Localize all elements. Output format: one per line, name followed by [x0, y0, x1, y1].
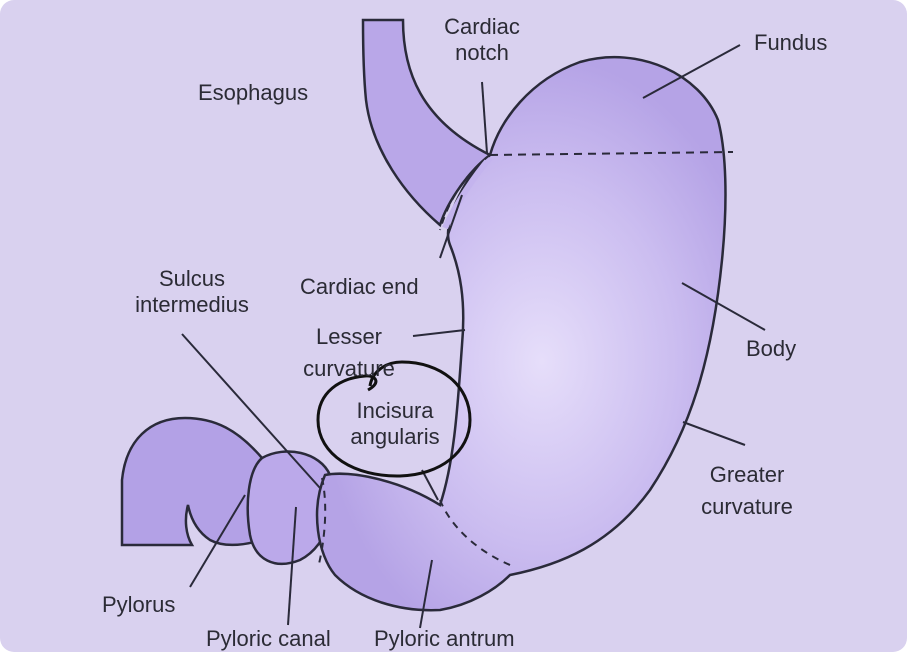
label-greater-line2: curvature [682, 494, 812, 520]
label-cardiac-notch-line2: notch [432, 40, 532, 66]
label-pyloric-canal: Pyloric canal [206, 626, 331, 652]
label-lesser-line1: Lesser [288, 324, 410, 350]
label-pyloric-antrum: Pyloric antrum [374, 626, 515, 652]
label-cardiac-notch-line1: Cardiac [432, 14, 532, 40]
label-cardiac-end: Cardiac end [300, 274, 419, 300]
label-cardiac-notch: Cardiac notch [432, 14, 532, 66]
label-body: Body [746, 336, 796, 362]
label-pylorus: Pylorus [102, 592, 175, 618]
label-sulcus-intermedius: Sulcus intermedius [112, 266, 272, 318]
label-lesser-line2: curvature [288, 356, 410, 382]
label-sulcus-line2: intermedius [112, 292, 272, 318]
label-fundus: Fundus [754, 30, 827, 56]
label-lesser-curvature: Lesser curvature [288, 324, 410, 382]
label-greater-curvature: Greater curvature [682, 462, 812, 520]
label-incisura-angularis: Incisura angularis [330, 398, 460, 450]
label-sulcus-line1: Sulcus [112, 266, 272, 292]
label-esophagus: Esophagus [198, 80, 308, 106]
label-incisura-line2: angularis [330, 424, 460, 450]
label-incisura-line1: Incisura [330, 398, 460, 424]
label-greater-line1: Greater [682, 462, 812, 488]
